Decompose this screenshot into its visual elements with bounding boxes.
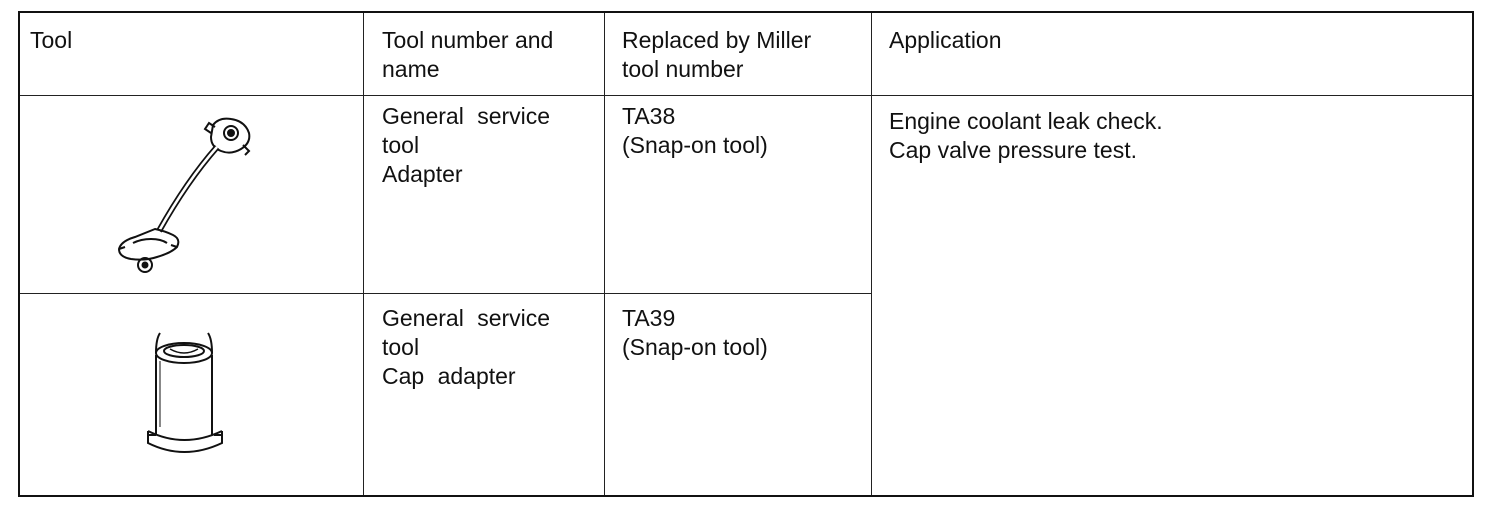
row2-tool-name: General service tool Cap adapter — [382, 305, 551, 389]
header-replaced-by: Replaced by Miller tool number — [622, 27, 812, 82]
row-divider — [20, 293, 871, 294]
header-tool-number: Tool number and name — [382, 27, 554, 82]
application-text: Engine coolant leak check. Cap valve pre… — [889, 108, 1163, 163]
cap-adapter-icon — [147, 332, 223, 453]
row1-tool-name: General service tool Adapter — [382, 103, 551, 187]
row1-replacement: TA38 (Snap-on tool) — [622, 103, 768, 158]
header-tool: Tool — [30, 27, 73, 53]
row2-replacement: TA39 (Snap-on tool) — [622, 305, 768, 360]
column-divider — [363, 13, 364, 495]
column-divider — [604, 13, 605, 495]
special-tools-table: Tool Tool number and name Replaced by Mi… — [18, 11, 1474, 497]
hose-adapter-icon — [117, 117, 251, 273]
header-row-divider — [20, 95, 1472, 96]
header-application: Application — [889, 27, 1002, 53]
column-divider — [871, 13, 872, 495]
